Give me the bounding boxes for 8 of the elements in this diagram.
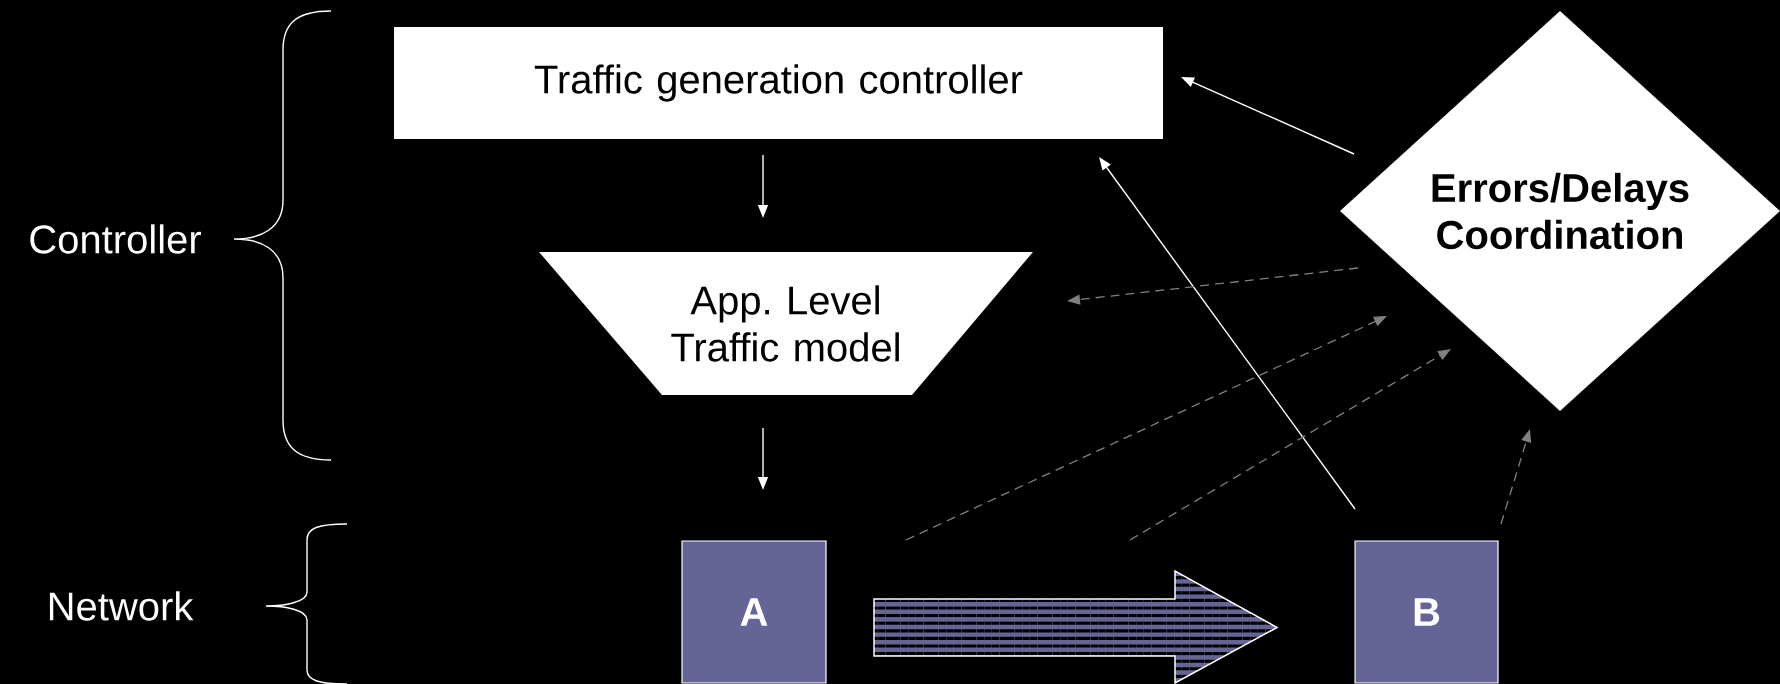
group-label: Controller: [30, 224, 201, 254]
node-box: B: [1354, 540, 1499, 684]
group-label: Network: [49, 591, 194, 621]
controller-box: Traffic generation controller: [394, 27, 1163, 139]
arrow: [1099, 157, 1356, 510]
node-box: A: [681, 540, 827, 684]
trapezoid: App. Level Traffic model: [539, 252, 1033, 395]
arrow: [1129, 349, 1451, 541]
